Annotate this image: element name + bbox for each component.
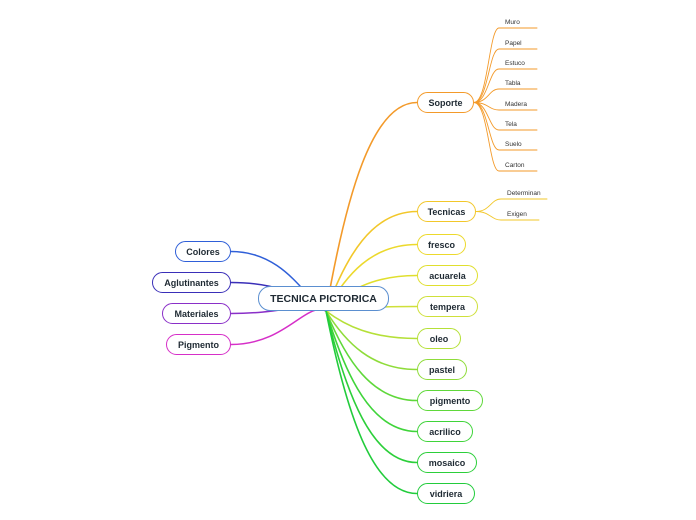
connector-right-10: [325, 310, 418, 495]
leaf-muro[interactable]: Muro: [505, 19, 520, 26]
branch-aglutinantes[interactable]: Aglutinantes: [152, 272, 231, 293]
connector-right-7: [325, 310, 418, 402]
leaf-connector-0-1: [473, 48, 538, 103]
branch-tempera[interactable]: tempera: [417, 296, 478, 317]
leaf-connector-1-1: [475, 211, 540, 221]
leaf-connector-0-4: [473, 102, 538, 111]
branch-pigmento-left[interactable]: Pigmento: [166, 334, 231, 355]
branch-acrilico[interactable]: acrilico: [417, 421, 473, 442]
connector-right-8: [325, 310, 418, 433]
leaf-carton[interactable]: Carton: [505, 162, 525, 169]
leaf-connector-0-7: [473, 102, 538, 172]
connector-right-9: [325, 310, 418, 464]
connector-right-6: [325, 310, 418, 371]
branch-vidriera[interactable]: vidriera: [417, 483, 475, 504]
branch-pastel[interactable]: pastel: [417, 359, 467, 380]
branch-oleo[interactable]: oleo: [417, 328, 461, 349]
branch-acuarela[interactable]: acuarela: [417, 265, 478, 286]
branch-fresco[interactable]: fresco: [417, 234, 466, 255]
leaf-papel[interactable]: Papel: [505, 40, 522, 47]
leaf-tela[interactable]: Tela: [505, 121, 517, 128]
branch-tecnicas[interactable]: Tecnicas: [417, 201, 476, 222]
central-topic[interactable]: TECNICA PICTORICA: [258, 286, 389, 311]
branch-colores[interactable]: Colores: [175, 241, 231, 262]
leaf-connector-0-6: [473, 102, 538, 151]
connector-right-0: [325, 101, 418, 312]
leaf-estuco[interactable]: Estuco: [505, 60, 525, 67]
connector-right-5: [325, 310, 418, 340]
leaf-determinan[interactable]: Determinan: [507, 190, 541, 197]
leaf-connector-0-3: [473, 88, 538, 103]
branch-pigmento-right[interactable]: pigmento: [417, 390, 483, 411]
leaf-connector-0-2: [473, 68, 538, 103]
connector-left-3: [230, 308, 327, 346]
leaf-suelo[interactable]: Suelo: [505, 141, 522, 148]
leaf-connector-1-0: [475, 198, 548, 212]
branch-materiales[interactable]: Materiales: [162, 303, 231, 324]
leaf-madera[interactable]: Madera: [505, 101, 528, 108]
leaf-exigen[interactable]: Exigen: [507, 211, 527, 218]
leaf-connector-0-0: [473, 27, 538, 103]
branch-soporte[interactable]: Soporte: [417, 92, 474, 113]
branch-mosaico[interactable]: mosaico: [417, 452, 477, 473]
leaf-tabla[interactable]: Tabla: [505, 80, 521, 87]
